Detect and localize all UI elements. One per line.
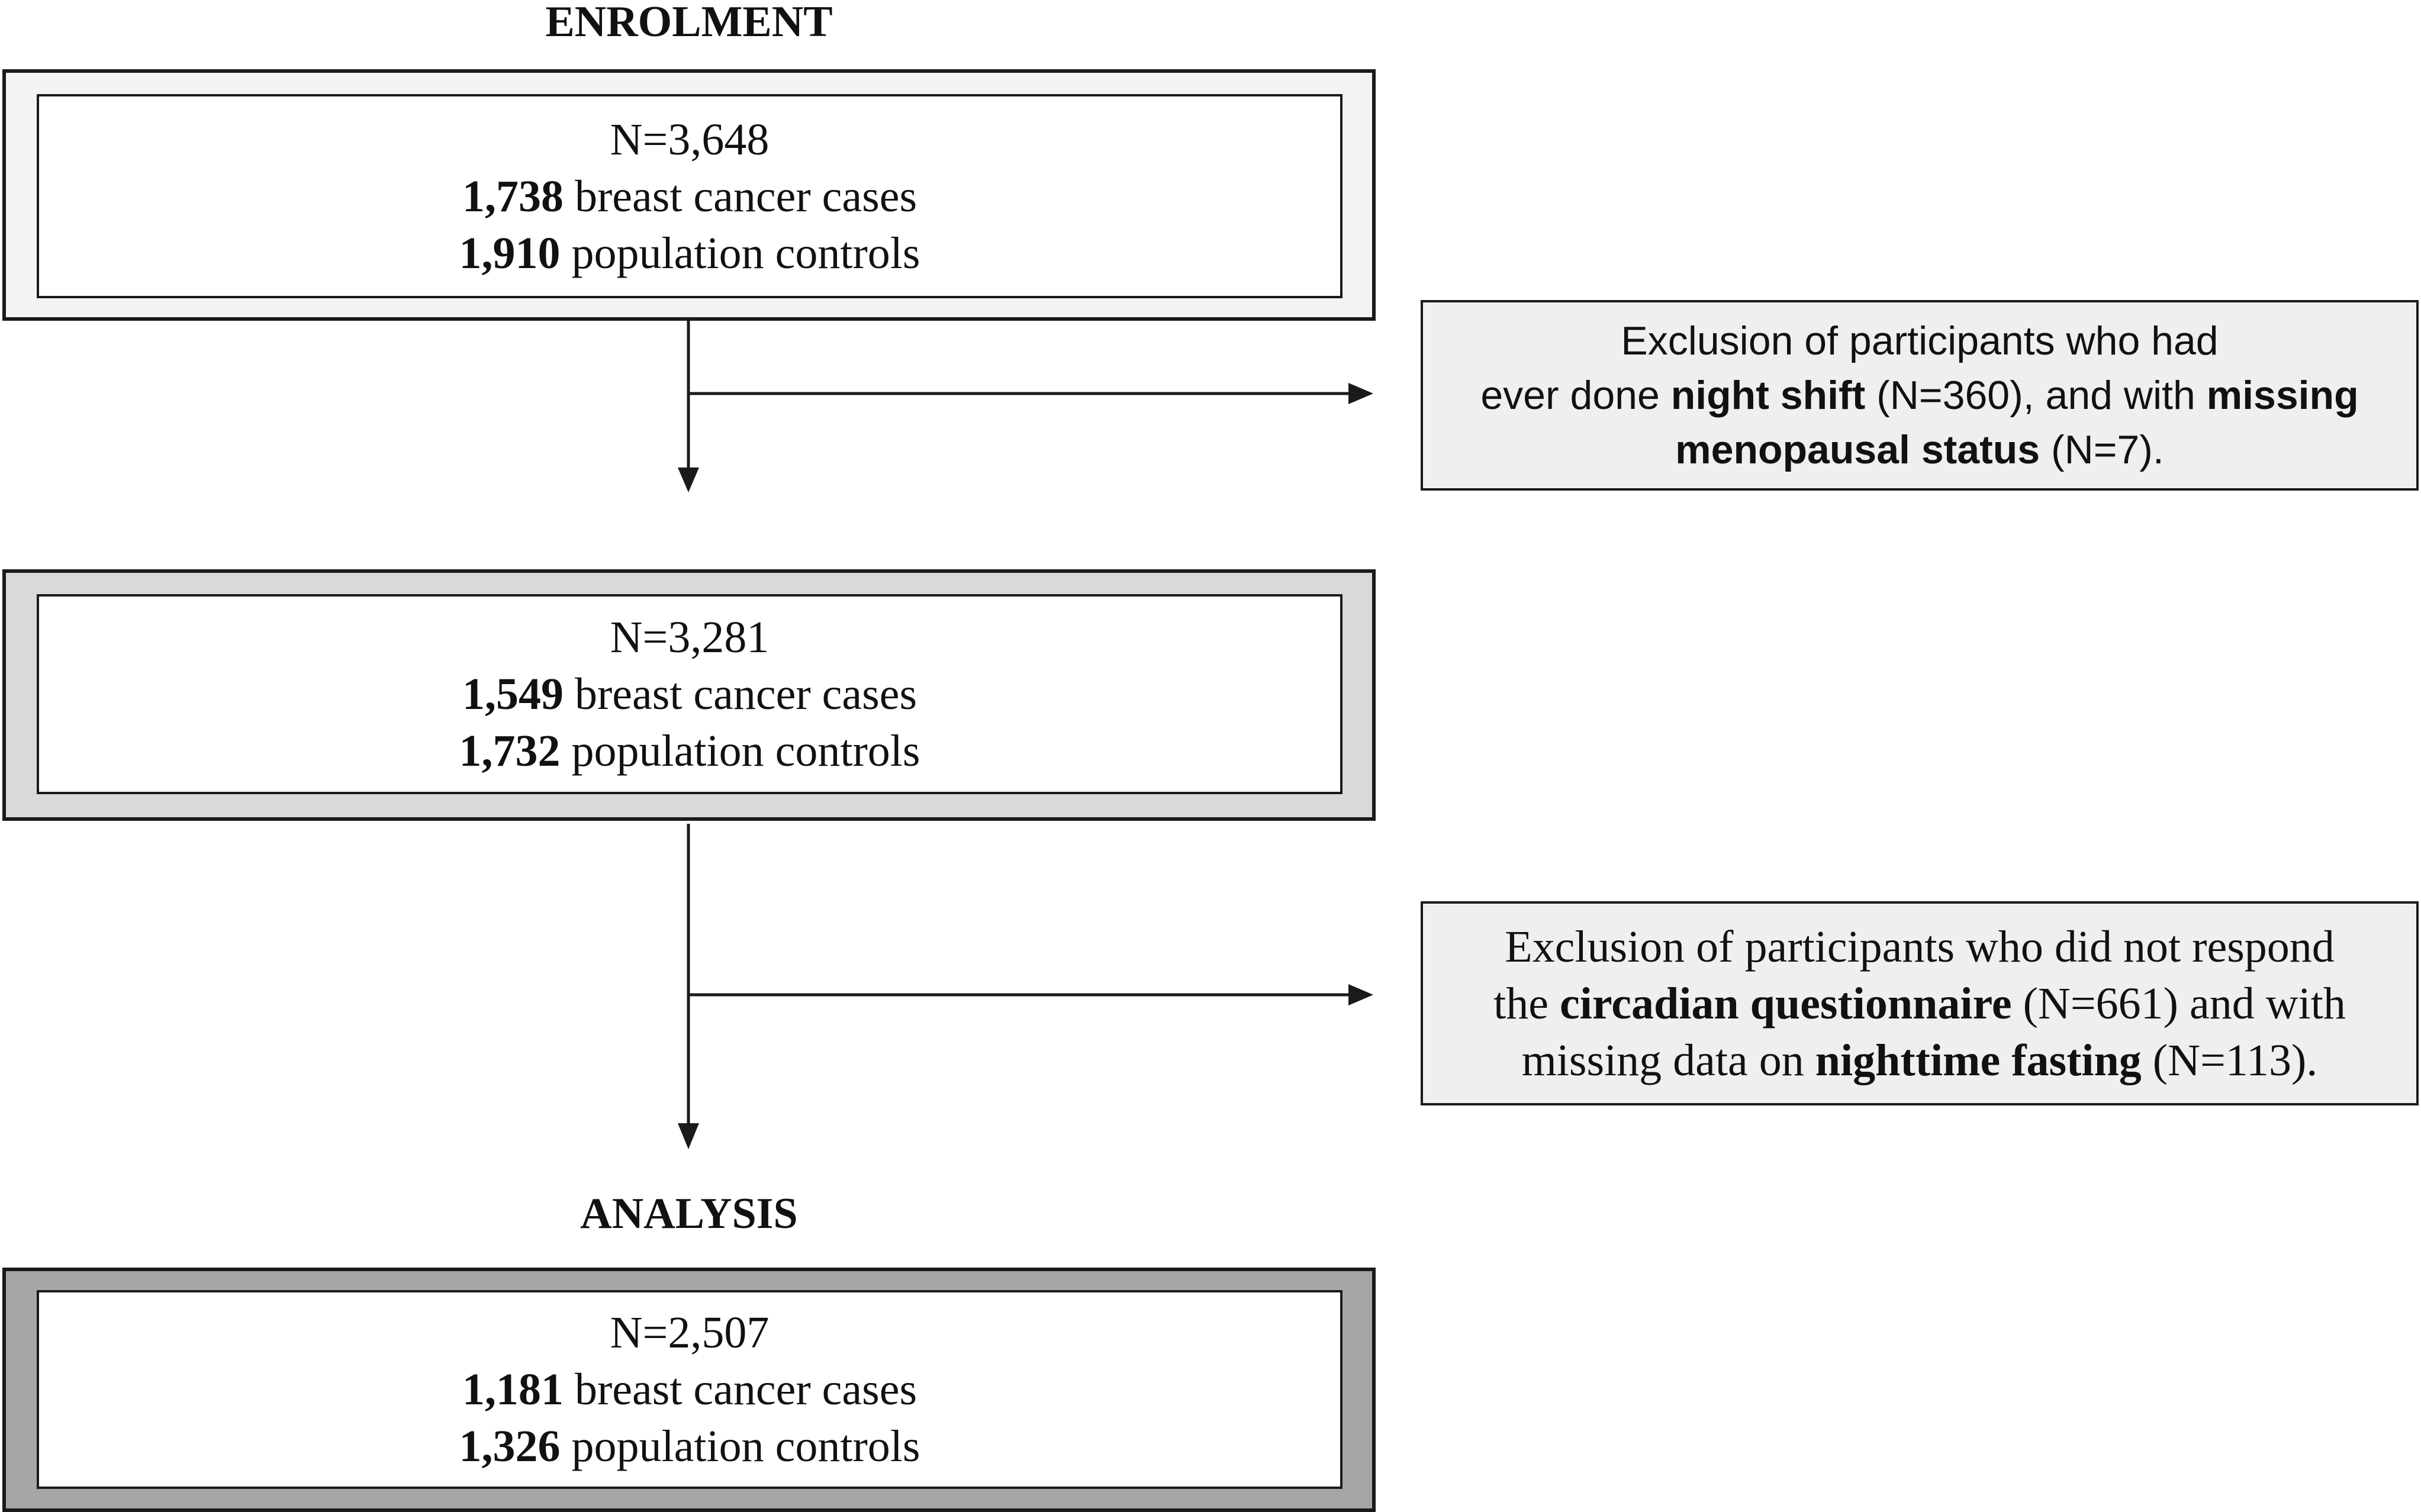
intermediate-controls: 1,732 population controls bbox=[459, 723, 920, 779]
intermediate-total: N=3,281 bbox=[610, 612, 770, 662]
arrowhead-down-2 bbox=[678, 1123, 699, 1149]
arrowhead-right-2 bbox=[1348, 984, 1373, 1005]
intermediate-box-content: N=3,281 1,549 breast cancer cases 1,732 … bbox=[37, 594, 1343, 794]
enrolment-cases: 1,738 breast cancer cases bbox=[462, 168, 917, 225]
intermediate-cases-label: breast cancer cases bbox=[563, 669, 917, 719]
arrowhead-right-1 bbox=[1348, 383, 1373, 404]
analysis-cases-count: 1,181 bbox=[462, 1365, 564, 1414]
intermediate-controls-count: 1,732 bbox=[459, 726, 561, 776]
enrolment-total: N=3,648 bbox=[610, 114, 770, 165]
exclusion2-circadian-questionnaire: circadian questionnaire bbox=[1560, 978, 2012, 1029]
arrowhead-down-1 bbox=[678, 468, 699, 492]
enrolment-controls-label: population controls bbox=[560, 228, 920, 278]
exclusion1-night-shift: night shift bbox=[1670, 373, 1866, 418]
heading-analysis: ANALYSIS bbox=[580, 1189, 798, 1238]
heading-enrolment: ENROLMENT bbox=[545, 0, 833, 46]
exclusion2-line3-post: (N=113). bbox=[2141, 1035, 2318, 1085]
exclusion2-line2-pre: the bbox=[1493, 978, 1560, 1029]
exclusion-box-night-shift: Exclusion of participants who had ever d… bbox=[1421, 300, 2419, 491]
enrolment-box-content: N=3,648 1,738 breast cancer cases 1,910 … bbox=[37, 94, 1343, 298]
analysis-cases: 1,181 breast cancer cases bbox=[462, 1361, 917, 1418]
enrolment-controls-count: 1,910 bbox=[459, 228, 561, 278]
intermediate-controls-label: population controls bbox=[560, 726, 920, 776]
analysis-controls: 1,326 population controls bbox=[459, 1418, 920, 1475]
exclusion2-line3-pre: missing data on bbox=[1521, 1035, 1815, 1085]
analysis-cases-label: breast cancer cases bbox=[563, 1365, 917, 1414]
exclusion1-line2-mid: (N=360), and with bbox=[1865, 373, 2207, 418]
intermediate-cases-count: 1,549 bbox=[462, 669, 564, 719]
exclusion1-line3-post: (N=7). bbox=[2040, 427, 2164, 472]
exclusion2-nighttime-fasting: nighttime fasting bbox=[1815, 1035, 2142, 1085]
exclusion2-line3: missing data on nighttime fasting (N=113… bbox=[1522, 1032, 2318, 1089]
exclusion2-line2-post: (N=661) and with bbox=[2011, 978, 2346, 1029]
analysis-controls-label: population controls bbox=[560, 1421, 920, 1471]
enrolment-cases-count: 1,738 bbox=[462, 171, 564, 221]
exclusion1-line3: menopausal status (N=7). bbox=[1675, 423, 2164, 477]
analysis-box-content: N=2,507 1,181 breast cancer cases 1,326 … bbox=[37, 1290, 1343, 1489]
enrolment-controls: 1,910 population controls bbox=[459, 225, 920, 282]
exclusion2-line1: Exclusion of participants who did not re… bbox=[1505, 921, 2335, 972]
analysis-total: N=2,507 bbox=[610, 1308, 770, 1358]
analysis-controls-count: 1,326 bbox=[459, 1421, 561, 1471]
exclusion2-line2: the circadian questionnaire (N=661) and … bbox=[1493, 975, 2346, 1032]
exclusion1-missing: missing bbox=[2206, 373, 2359, 418]
enrolment-cases-label: breast cancer cases bbox=[563, 171, 917, 221]
exclusion-box-circadian: Exclusion of participants who did not re… bbox=[1421, 901, 2419, 1105]
exclusion1-menopausal-status: menopausal status bbox=[1675, 427, 2040, 472]
exclusion1-line2-pre: ever done bbox=[1480, 373, 1671, 418]
intermediate-cases: 1,549 breast cancer cases bbox=[462, 666, 917, 723]
exclusion1-line2: ever done night shift (N=360), and with … bbox=[1480, 368, 2358, 423]
exclusion1-line1: Exclusion of participants who had bbox=[1621, 318, 2219, 363]
